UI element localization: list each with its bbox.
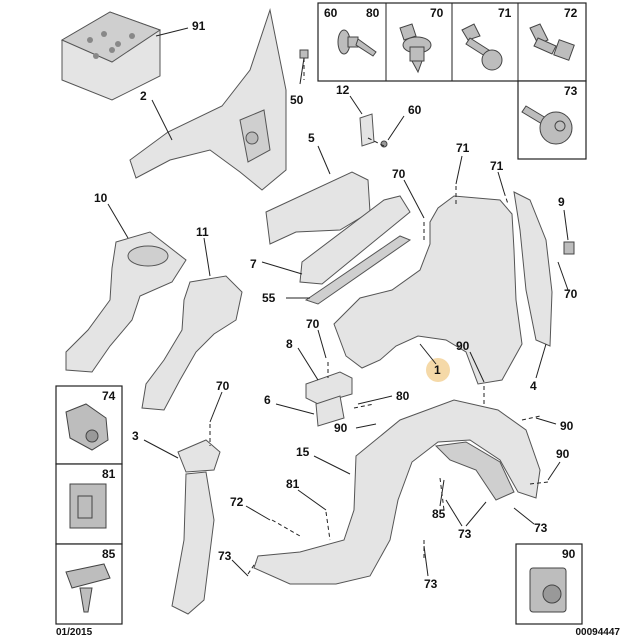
part-11-housing (141, 275, 243, 411)
part-7-rail (299, 195, 411, 285)
pan-screw-icon (521, 105, 573, 145)
callout-9: 9 (558, 195, 565, 209)
fender-highlight-marker (426, 358, 450, 382)
callout-10: 10 (94, 191, 108, 205)
callout-50: 50 (290, 93, 304, 107)
callout-4: 4 (530, 379, 537, 393)
bracket-clip-icon (65, 403, 109, 451)
callout-70-mid: 70 (306, 317, 320, 331)
box-70-label: 70 (430, 6, 444, 20)
callout-73-center: 73 (458, 527, 472, 541)
diagram-date: 01/2015 (56, 627, 93, 638)
part-12-bracket (359, 113, 388, 148)
callout-7: 7 (250, 257, 257, 271)
callout-81: 81 (286, 477, 300, 491)
flange-screw-icon (529, 23, 575, 61)
callout-55: 55 (262, 291, 276, 305)
box-73-label: 73 (564, 84, 578, 98)
callout-12: 12 (336, 83, 350, 97)
callout-90-lower: 90 (556, 447, 570, 461)
callout-8: 8 (286, 337, 293, 351)
callout-1: 1 (434, 363, 441, 377)
nut-clip-icon (529, 567, 567, 613)
callout-6: 6 (264, 393, 271, 407)
part-91-kit (60, 11, 162, 101)
part-4-support (513, 191, 553, 347)
top-hardware-strip: 60 80 70 71 72 73 (317, 2, 587, 160)
callout-3: 3 (132, 429, 139, 443)
trim-clip-icon (65, 563, 111, 613)
callout-2: 2 (140, 89, 147, 103)
callout-80: 80 (396, 389, 410, 403)
push-clip-icon (69, 483, 107, 529)
part-1-fender (333, 195, 523, 385)
callout-73-left: 73 (218, 549, 232, 563)
callout-90-top: 90 (456, 339, 470, 353)
part-9-clip (563, 241, 575, 255)
callout-11: 11 (196, 225, 209, 239)
box-72-label: 72 (564, 6, 578, 20)
part-10-housing (65, 231, 187, 373)
part-3-bracket (171, 439, 221, 615)
part-55-seal (304, 235, 412, 305)
callout-91: 91 (192, 19, 206, 33)
callout-70-top: 70 (392, 167, 406, 181)
part-2-pillar (129, 8, 287, 191)
rivet-icon (337, 29, 377, 57)
callout-72: 72 (230, 495, 244, 509)
callout-70-right: 70 (564, 287, 578, 301)
box-90-label: 90 (562, 547, 576, 561)
callout-60: 60 (408, 103, 422, 117)
callout-71-left: 71 (456, 141, 470, 155)
callout-70-lower: 70 (216, 379, 230, 393)
shoulder-bolt-icon (461, 23, 503, 71)
part-5-reinforcement (265, 171, 371, 245)
box-60-80-label-b: 80 (366, 6, 380, 20)
callout-5: 5 (308, 131, 315, 145)
callout-90-mid: 90 (334, 421, 348, 435)
flange-bolt-icon (399, 23, 432, 74)
box-71-label: 71 (498, 6, 512, 20)
part-15-liner (253, 399, 541, 585)
box-85-label: 85 (102, 547, 116, 561)
diagram-reference: 00094447 (575, 627, 621, 638)
box-74-label: 74 (102, 389, 116, 403)
callout-71-right: 71 (490, 159, 504, 173)
callout-90-right: 90 (560, 419, 574, 433)
side-boxes: 74 81 85 90 (55, 385, 583, 625)
part-6-bracket (315, 395, 345, 427)
box-60-80-label-a: 60 (324, 6, 338, 20)
callout-73-right: 73 (534, 521, 548, 535)
callout-15: 15 (296, 445, 310, 459)
callouts: 91 2 50 12 60 5 71 71 70 9 70 10 11 7 55… (94, 19, 578, 591)
callout-85: 85 (432, 507, 446, 521)
box-81-label: 81 (102, 467, 116, 481)
callout-73-bottom: 73 (424, 577, 438, 591)
